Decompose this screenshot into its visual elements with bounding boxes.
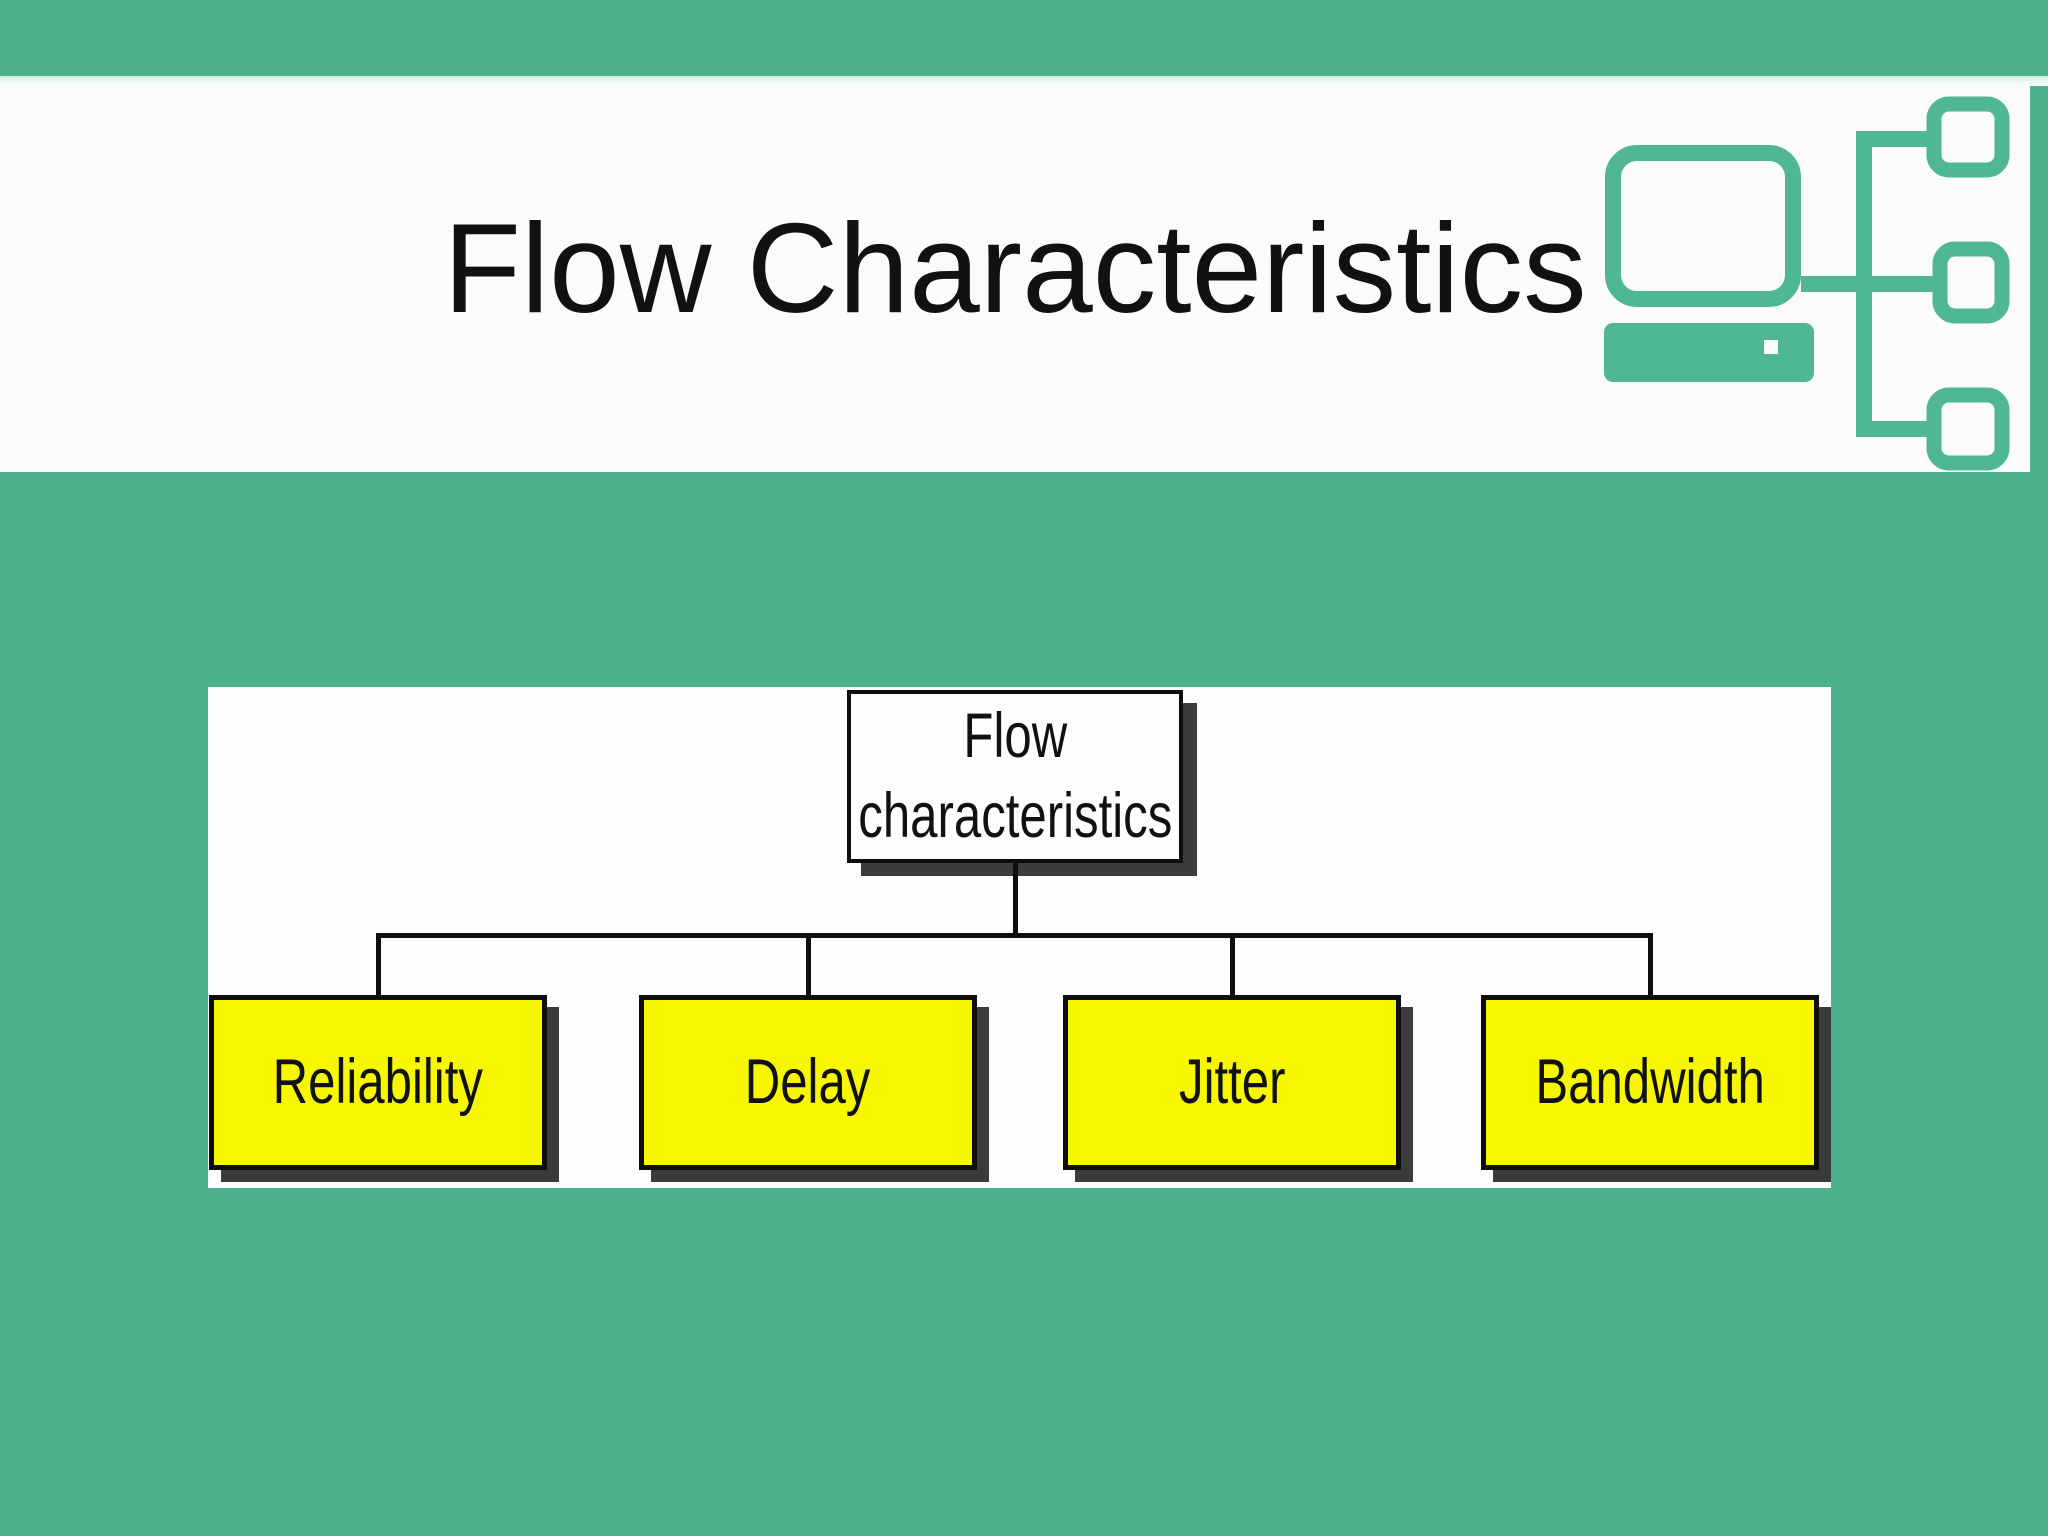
banner-separator — [0, 76, 2048, 86]
connector-stem — [1013, 863, 1018, 938]
connector-drop-delay — [806, 933, 811, 995]
diagram-child-box-delay: Delay — [639, 995, 977, 1170]
slide-title: Flow Characteristics — [443, 197, 1587, 339]
diagram-child-box-reliability: Reliability — [209, 995, 547, 1170]
computer-network-icon — [1604, 96, 2010, 471]
diagram-child-box-bandwidth: Bandwidth — [1481, 995, 1819, 1170]
diagram-child-label: Jitter — [1178, 1046, 1286, 1117]
network-node-middle-icon — [1932, 241, 2010, 324]
diagram-child-label: Delay — [745, 1046, 871, 1117]
diagram-root-label: Flow characteristics — [857, 701, 1173, 851]
diagram-child-label: Bandwidth — [1535, 1046, 1765, 1117]
icon-tree-spine — [1856, 131, 1932, 437]
connector-drop-jitter — [1230, 933, 1235, 995]
monitor-icon — [1605, 145, 1801, 307]
connector-drop-bandwidth — [1648, 933, 1653, 995]
diagram-child-label: Reliability — [272, 1046, 484, 1117]
keyboard-key-icon — [1764, 340, 1778, 354]
network-node-top-icon — [1926, 96, 2010, 178]
network-node-bottom-icon — [1926, 387, 2010, 471]
diagram-child-box-jitter: Jitter — [1063, 995, 1401, 1170]
connector-drop-reliability — [376, 933, 381, 995]
keyboard-icon — [1604, 323, 1814, 382]
top-green-bar — [0, 0, 2048, 76]
connector-horizontal — [376, 933, 1653, 938]
diagram-root-box: Flow characteristics — [847, 690, 1183, 863]
